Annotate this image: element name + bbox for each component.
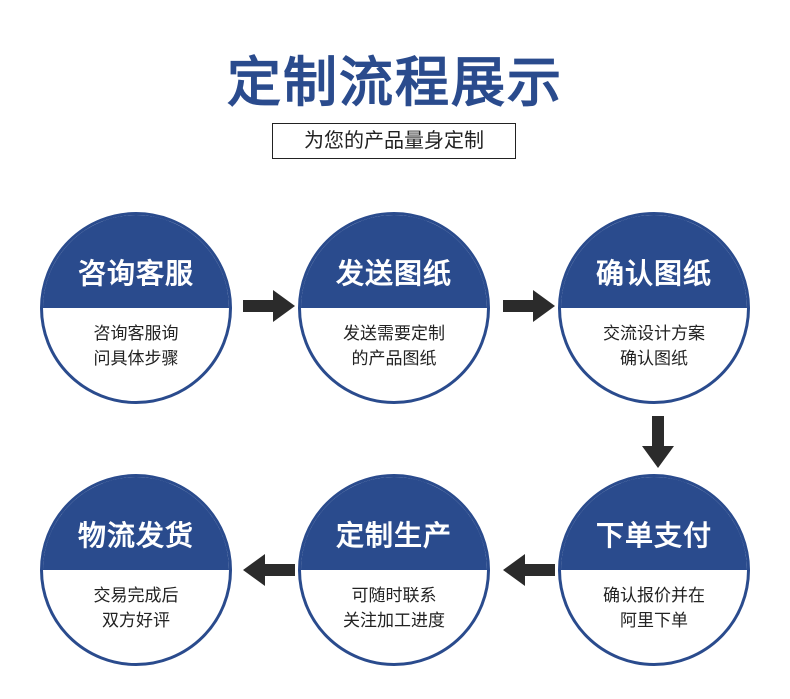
step-desc-line: 的产品图纸 <box>351 349 437 369</box>
step-desc-line: 阿里下单 <box>620 611 688 631</box>
arrow-left-icon <box>243 554 295 586</box>
arrow-down-icon <box>642 416 674 468</box>
step-production: 定制生产 可随时联系 关注加工进度 <box>298 474 490 666</box>
step-description: 发送需要定制 的产品图纸 <box>301 308 487 401</box>
step-title: 咨询客服 <box>43 215 229 308</box>
step-desc-line: 交易完成后 <box>93 586 179 606</box>
step-desc-line: 问具体步骤 <box>93 349 179 369</box>
arrow-right-icon <box>503 290 555 322</box>
step-shipping: 物流发货 交易完成后 双方好评 <box>40 474 232 666</box>
step-desc-line: 确认图纸 <box>620 349 688 369</box>
step-description: 交易完成后 双方好评 <box>43 570 229 663</box>
step-title: 确认图纸 <box>561 215 747 308</box>
step-desc-line: 可随时联系 <box>351 586 437 606</box>
step-confirm-drawing: 确认图纸 交流设计方案 确认图纸 <box>558 212 750 404</box>
step-description: 咨询客服询 问具体步骤 <box>43 308 229 401</box>
step-desc-line: 确认报价并在 <box>603 586 705 606</box>
arrow-left-icon <box>503 554 555 586</box>
step-order-pay: 下单支付 确认报价并在 阿里下单 <box>558 474 750 666</box>
step-consult: 咨询客服 咨询客服询 问具体步骤 <box>40 212 232 404</box>
step-title: 发送图纸 <box>301 215 487 308</box>
arrow-right-icon <box>243 290 295 322</box>
step-title: 定制生产 <box>301 477 487 570</box>
step-description: 交流设计方案 确认图纸 <box>561 308 747 401</box>
page-title: 定制流程展示 <box>227 50 563 114</box>
step-desc-line: 发送需要定制 <box>343 324 445 344</box>
step-desc-line: 交流设计方案 <box>603 324 705 344</box>
step-send-drawing: 发送图纸 发送需要定制 的产品图纸 <box>298 212 490 404</box>
step-title: 物流发货 <box>43 477 229 570</box>
step-desc-line: 双方好评 <box>102 611 170 631</box>
step-description: 可随时联系 关注加工进度 <box>301 570 487 663</box>
step-desc-line: 咨询客服询 <box>93 324 179 344</box>
step-title: 下单支付 <box>561 477 747 570</box>
step-description: 确认报价并在 阿里下单 <box>561 570 747 663</box>
page-subtitle: 为您的产品量身定制 <box>272 123 516 159</box>
step-desc-line: 关注加工进度 <box>343 611 445 631</box>
